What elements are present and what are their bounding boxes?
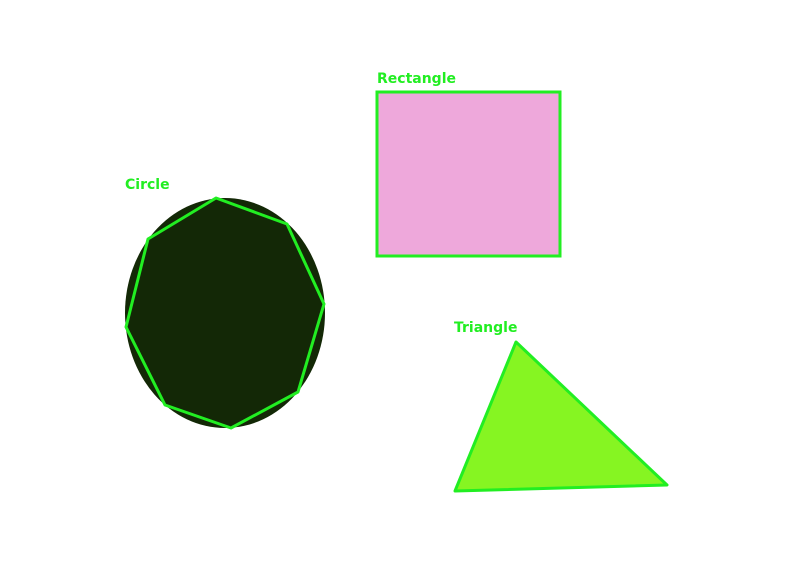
circle-contour <box>124 196 326 430</box>
triangle-contour <box>453 340 669 493</box>
circle-fill <box>125 198 325 428</box>
rectangle-fill <box>377 92 560 256</box>
triangle-fill <box>455 342 667 491</box>
rectangle-shape: Rectangle <box>375 71 562 258</box>
triangle-shape: Triangle <box>453 320 669 493</box>
circle-label: Circle <box>125 177 170 193</box>
rectangle-label: Rectangle <box>377 71 456 87</box>
circle-shape: Circle <box>124 177 326 430</box>
triangle-label: Triangle <box>454 320 517 336</box>
rectangle-contour <box>375 90 562 258</box>
